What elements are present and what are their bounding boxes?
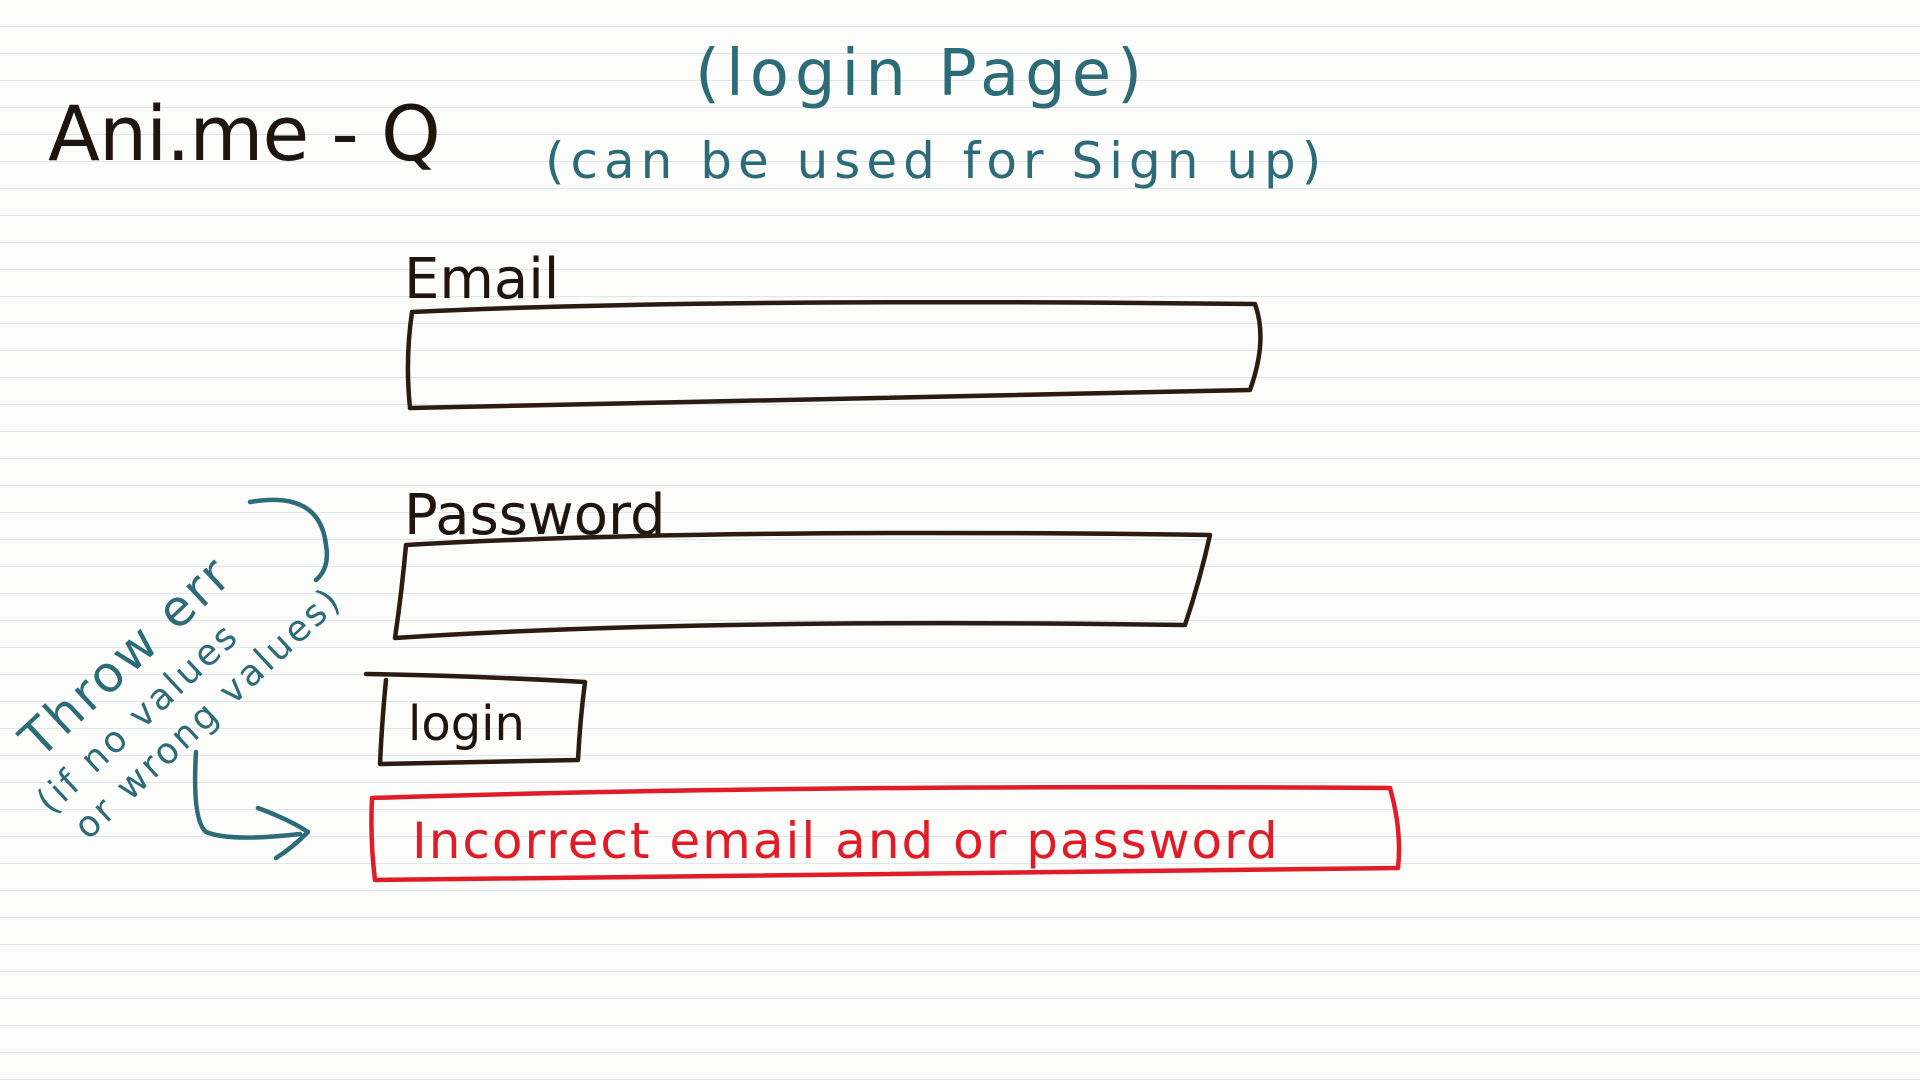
annotation-arrow <box>192 749 311 861</box>
login-button[interactable]: login <box>363 671 588 767</box>
app-title: Ani.me - Q <box>48 89 440 178</box>
email-label: Email <box>404 247 559 312</box>
error-message: Incorrect email and or password <box>412 812 1280 870</box>
page-subheading: (can be used for Sign up) <box>545 132 1327 190</box>
error-message-box: Incorrect email and or password <box>369 784 1402 883</box>
page-heading: (login Page) <box>695 37 1148 111</box>
error-annotation: Throw err (if no values or wrong values) <box>8 544 350 847</box>
login-button-label: login <box>408 696 525 752</box>
annotation-bracket <box>247 497 330 583</box>
arrow-head-icon <box>255 805 311 861</box>
email-field[interactable] <box>405 299 1263 411</box>
password-field[interactable] <box>392 530 1213 641</box>
